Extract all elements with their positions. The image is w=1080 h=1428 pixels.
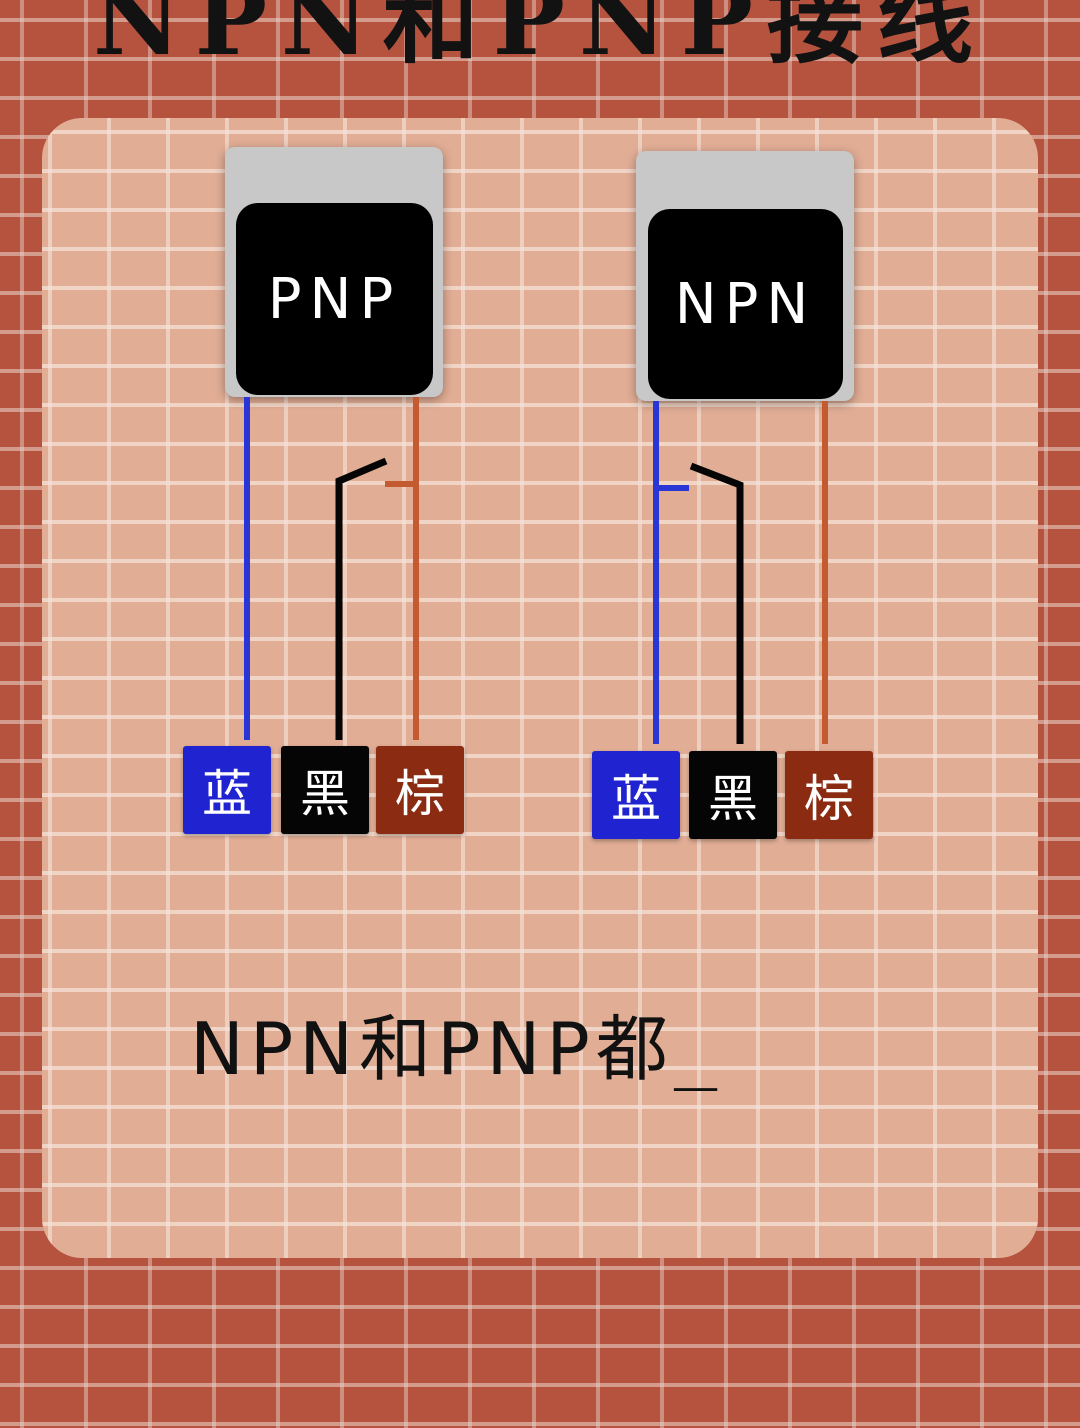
page-title: NPN和PNP接线: [93, 0, 987, 77]
npn-brown-wire: [822, 401, 828, 744]
npn-black-switch-wire: [689, 462, 744, 744]
npn-terminal-blue: 蓝: [592, 751, 680, 839]
caption-text: NPN和PNP都_: [190, 990, 723, 1095]
pnp-sensor-label: PNP: [236, 203, 433, 395]
caption-label: NPN和PNP都: [190, 1007, 674, 1091]
pnp-terminal-blue: 蓝: [183, 746, 271, 834]
pnp-blue-wire: [244, 397, 250, 740]
pnp-terminal-black: 黑: [281, 746, 369, 834]
pnp-terminal-brown: 棕: [376, 746, 464, 834]
npn-blue-wire: [653, 401, 659, 744]
pnp-brown-tap: [385, 481, 415, 487]
pnp-black-switch-wire: [335, 457, 388, 740]
diagram-panel: [42, 118, 1038, 1258]
npn-terminal-brown: 棕: [785, 751, 873, 839]
npn-blue-tap: [656, 485, 689, 491]
npn-terminal-black: 黑: [689, 751, 777, 839]
npn-sensor-label: NPN: [648, 209, 843, 399]
text-cursor: _: [673, 1007, 724, 1091]
pnp-brown-wire: [413, 397, 419, 740]
